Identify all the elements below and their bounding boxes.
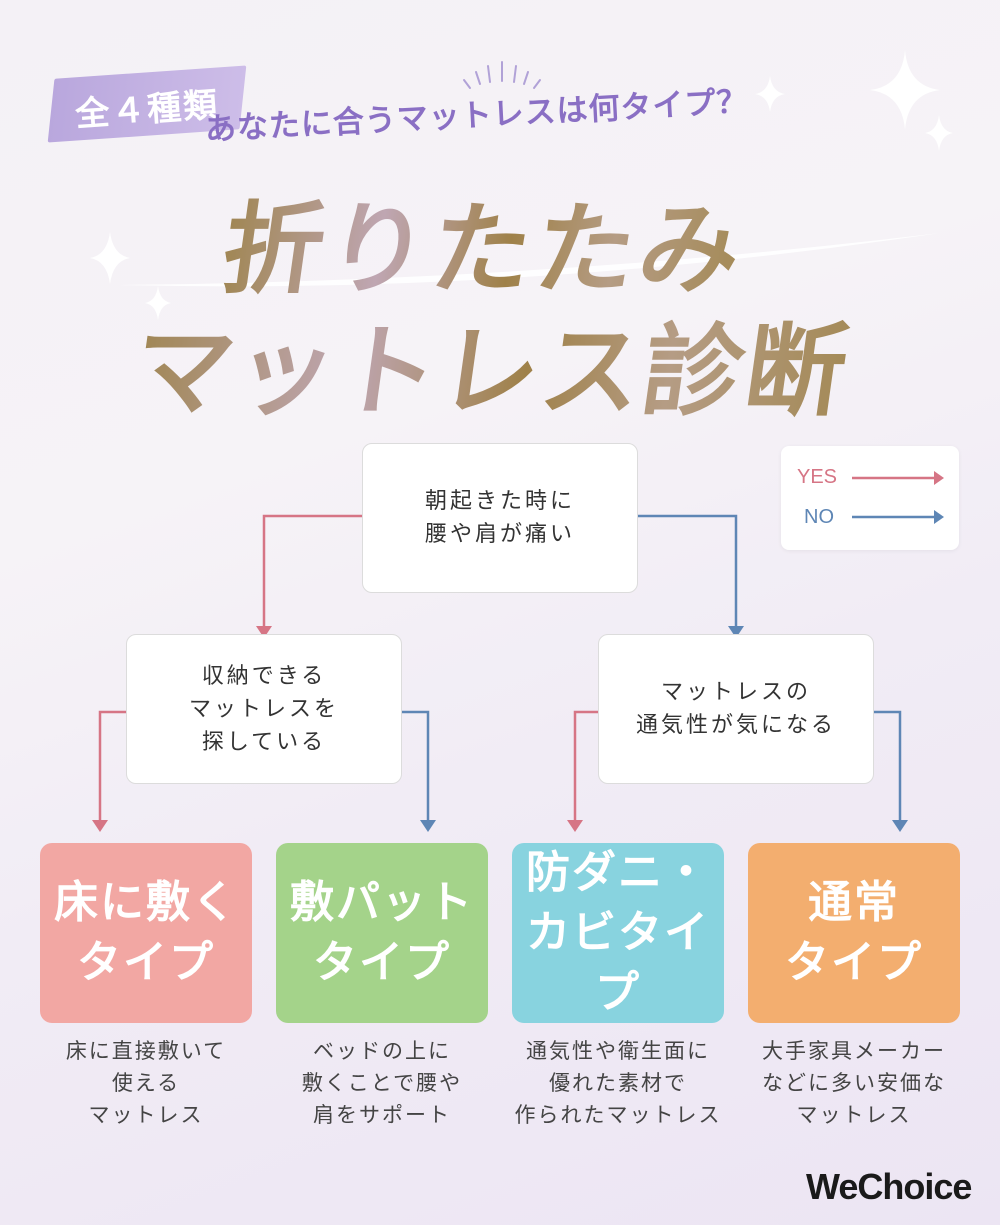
result-title: 通常 (808, 877, 900, 928)
sparkle-icon (145, 286, 171, 320)
description-line: 通気性や衛生面に (526, 1039, 710, 1063)
sparkle-icon (870, 50, 940, 130)
question-text: マットレスの (660, 680, 811, 705)
radiating-lines-icon (463, 61, 541, 89)
legend-arrows (852, 471, 944, 524)
result-title: タイプ (77, 937, 215, 988)
description-line: 肩をサポート (313, 1103, 451, 1127)
wechoice-logo: WeChoice (806, 1166, 972, 1207)
question-text: マットレスを (188, 696, 339, 722)
question-text: 通気性が気になる (635, 713, 836, 738)
sparkle-icon (925, 115, 953, 151)
question-text: 腰や肩が痛い (424, 522, 575, 547)
result-description: 通気性や衛生面に 優れた素材で 作られたマットレス (498, 1035, 738, 1131)
description-line: 使える (111, 1071, 181, 1095)
result-title: カビタイプ (526, 907, 710, 1018)
question-text: 収納できる (201, 663, 327, 689)
description-line: 優れた素材で (549, 1071, 687, 1095)
question-back-pain: 朝起きた時に 腰や肩が痛い (362, 443, 638, 593)
question-text: 朝起きた時に (424, 489, 575, 514)
result-title: 敷パット (290, 877, 474, 928)
sparkle-icon (90, 232, 130, 284)
sparkle-icon (755, 76, 785, 112)
description-line: ベッドの上に (313, 1039, 451, 1063)
result-description: 大手家具メーカー などに多い安価な マットレス (734, 1035, 974, 1131)
result-description: ベッドの上に 敷くことで腰や 肩をサポート (262, 1035, 502, 1131)
result-description: 床に直接敷いて 使える マットレス (26, 1035, 266, 1131)
legend-no-label: NO (804, 506, 834, 528)
legend (781, 446, 959, 550)
result-floor-type: 床に敷く タイプ (40, 843, 252, 1023)
question-text: 探している (201, 729, 327, 755)
question-breathability: マットレスの 通気性が気になる (598, 634, 874, 784)
result-pad-type: 敷パット タイプ (276, 843, 488, 1023)
description-line: 床に直接敷いて (65, 1039, 227, 1063)
result-regular-type: 通常 タイプ (748, 843, 960, 1023)
result-title: タイプ (313, 937, 451, 988)
description-line: マットレス (88, 1103, 204, 1127)
description-line: 作られたマットレス (514, 1103, 722, 1127)
description-line: マットレス (796, 1103, 912, 1127)
description-line: 大手家具メーカー (762, 1039, 946, 1063)
legend-yes-label: YES (797, 466, 838, 488)
question-storage: 収納できる マットレスを 探している (126, 634, 402, 784)
result-title: 防ダニ・ (526, 847, 710, 898)
description-line: などに多い安価な (762, 1071, 946, 1095)
result-title: タイプ (785, 937, 923, 988)
result-antimite-type: 防ダニ・ カビタイプ (512, 843, 724, 1023)
result-title: 床に敷く (54, 877, 238, 928)
swoosh-decoration (120, 233, 940, 287)
description-line: 敷くことで腰や (301, 1071, 463, 1095)
